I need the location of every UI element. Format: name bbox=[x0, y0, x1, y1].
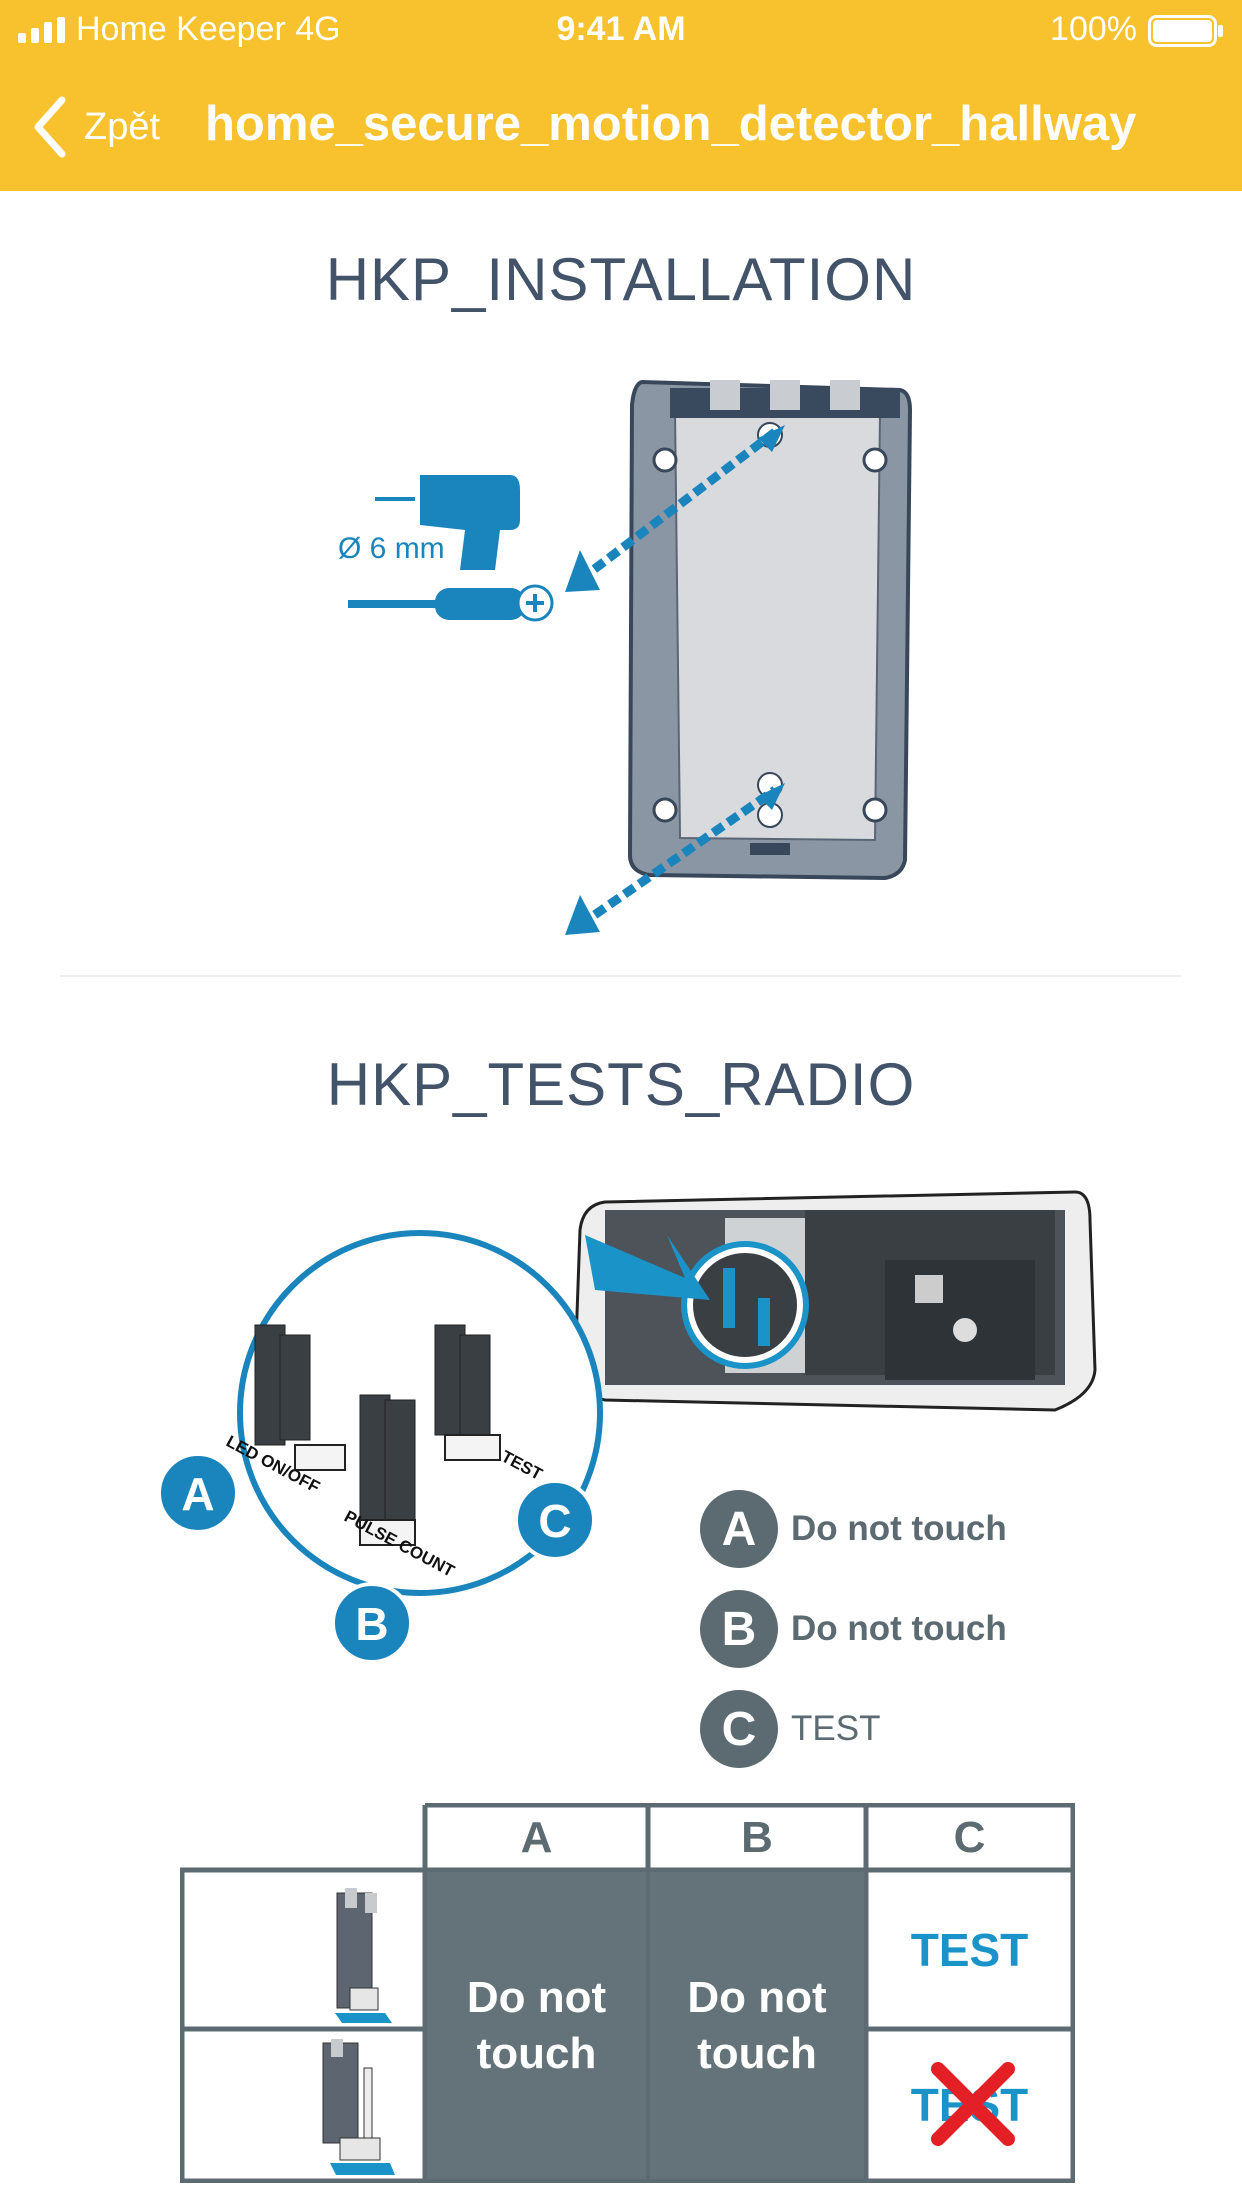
jumper-illustration: LED ON/OFF PULSE COUNT TEST A B C bbox=[157, 1190, 1097, 1664]
legend-a-badge: A bbox=[700, 1490, 778, 1568]
badge-a: A bbox=[181, 1468, 214, 1520]
legend-b-badge: B bbox=[700, 1590, 778, 1668]
status-bar: Home Keeper 4G 9:41 AM 100% bbox=[0, 0, 1242, 62]
jumper-off-icon bbox=[322, 2039, 395, 2175]
legend-a-text: Do not touch bbox=[791, 1509, 1007, 1548]
table-header-a: A bbox=[520, 1812, 553, 1862]
battery-percent: 100% bbox=[1050, 10, 1137, 48]
drill-size-label: Ø 6 mm bbox=[338, 532, 445, 565]
top-bar: Home Keeper 4G 9:41 AM 100% Zpět home_se… bbox=[0, 0, 1242, 191]
chevron-left-icon bbox=[34, 96, 66, 158]
cross-icon bbox=[931, 2062, 1015, 2146]
legend-b: B Do not touch bbox=[700, 1590, 1007, 1668]
table-header-b: B bbox=[741, 1812, 773, 1862]
page-title: home_secure_motion_detector_hallway bbox=[205, 97, 1137, 151]
table-cell-a: Do not touch bbox=[427, 1872, 646, 2179]
tests-title: HKP_TESTS_RADIO bbox=[326, 1051, 916, 1118]
table-header-c: C bbox=[953, 1812, 986, 1862]
legend-b-text: Do not touch bbox=[791, 1609, 1007, 1648]
screwdriver-icon bbox=[348, 584, 554, 622]
legend-c-text: TEST bbox=[791, 1709, 881, 1748]
jumper-table: A B C Do not touch Do not touch TEST TES… bbox=[180, 1803, 1075, 2183]
legend-c: C TEST bbox=[700, 1690, 880, 1768]
jumper-on-icon bbox=[335, 1888, 392, 2023]
table-cell-c-on: TEST bbox=[910, 1923, 1029, 1976]
badge-c: C bbox=[538, 1495, 571, 1547]
legend-a: A Do not touch bbox=[700, 1490, 1007, 1568]
installation-title: HKP_INSTALLATION bbox=[325, 246, 917, 313]
carrier-label: Home Keeper 4G bbox=[76, 10, 341, 48]
signal-icon bbox=[18, 17, 65, 43]
legend-c-badge: C bbox=[700, 1690, 778, 1768]
table-grid bbox=[180, 1803, 1075, 2183]
section-divider bbox=[60, 975, 1182, 977]
back-label: Zpět bbox=[84, 105, 161, 148]
battery-icon bbox=[1148, 15, 1223, 47]
badge-b: B bbox=[355, 1598, 388, 1650]
table-cell-b: Do not touch bbox=[650, 1872, 864, 2179]
drill-icon bbox=[375, 475, 520, 570]
clock: 9:41 AM bbox=[556, 10, 686, 48]
table-cell-c-off: TEST bbox=[868, 2031, 1071, 2179]
back-button[interactable]: Zpět bbox=[30, 92, 160, 162]
navigation-bar: Zpět home_secure_motion_detector_hallway bbox=[0, 62, 1242, 191]
installation-illustration: Ø 6 mm bbox=[338, 379, 913, 935]
